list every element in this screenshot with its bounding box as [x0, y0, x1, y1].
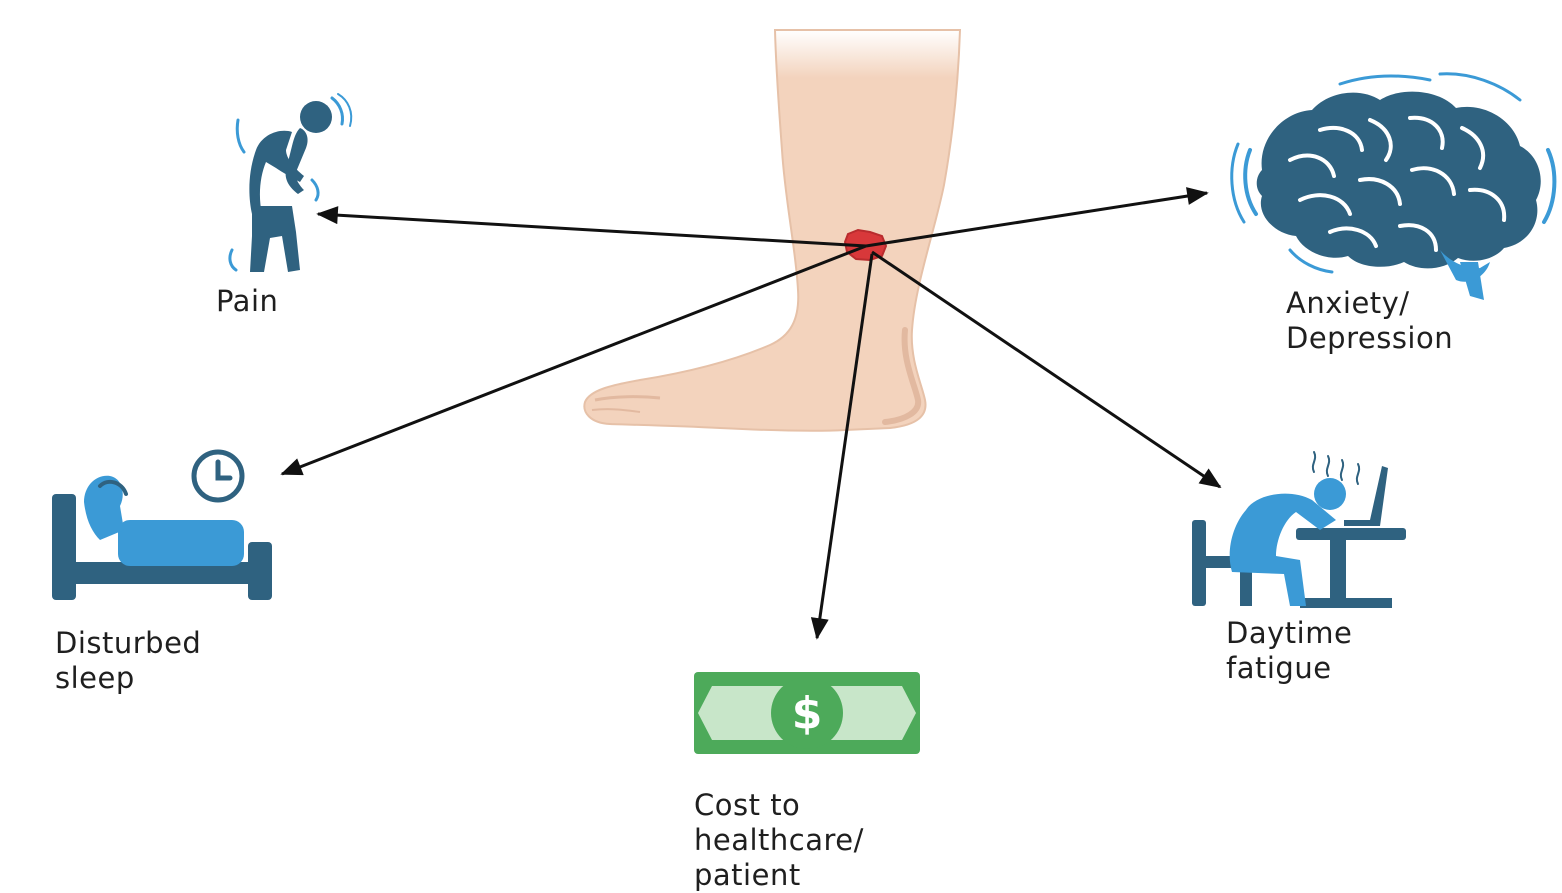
tired-person-at-desk-icon — [1192, 452, 1406, 608]
svg-text:$: $ — [792, 688, 823, 739]
label-disturbed-sleep: Disturbed sleep — [55, 626, 201, 696]
trembling-brain-icon — [1232, 74, 1555, 300]
person-in-bed-with-clock-icon — [52, 452, 272, 600]
label-cost: Cost to healthcare/ patient — [694, 788, 864, 893]
arrow-to-fatigue — [872, 252, 1220, 487]
label-anxiety-depression: Anxiety/ Depression — [1286, 286, 1453, 356]
label-daytime-fatigue: Daytime fatigue — [1226, 616, 1352, 686]
arrow-to-pain — [318, 214, 866, 246]
label-pain: Pain — [216, 284, 278, 319]
hunched-person-in-pain-icon — [230, 94, 351, 272]
dollar-banknote-icon: $ — [694, 672, 920, 754]
leg-illustration — [584, 30, 960, 431]
